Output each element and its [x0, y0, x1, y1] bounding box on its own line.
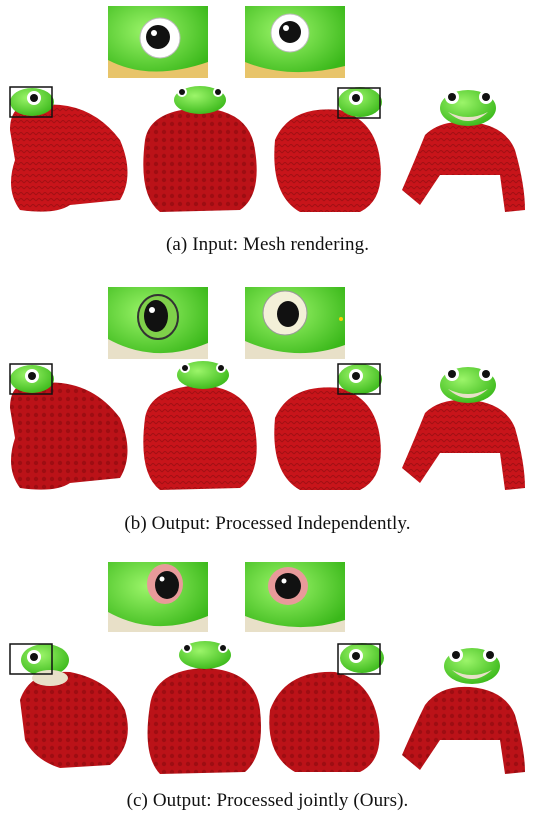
frog-view-3 [274, 363, 382, 490]
frog-view-2 [143, 361, 257, 490]
frog-view-4 [402, 90, 525, 212]
frog-view-1 [9, 643, 128, 768]
caption-b: (b) Output: Processed Independently. [124, 513, 411, 534]
frog-view-3 [274, 87, 382, 212]
panel-b: (b) Output: Processed Independently. [0, 283, 535, 545]
frog-view-3 [269, 643, 384, 772]
zoom-crop-left [108, 287, 208, 359]
panel-b-images [9, 287, 525, 490]
zoom-crop-right [245, 6, 345, 78]
zoom-crop-right [245, 562, 345, 632]
caption-a: (a) Input: Mesh rendering. [165, 234, 370, 255]
frog-view-4 [402, 648, 525, 774]
frog-view-2 [143, 86, 257, 212]
caption-c: (c) Output: Processed jointly (Ours). [126, 790, 409, 811]
zoom-crop-left [108, 562, 208, 632]
frog-view-2 [147, 641, 261, 774]
panel-c: (c) Output: Processed jointly (Ours). [0, 560, 535, 824]
frog-view-4 [402, 367, 525, 490]
panel-a: (a) Input: Mesh rendering. [0, 0, 535, 268]
frog-view-1 [9, 86, 128, 212]
zoom-crop-left [108, 6, 208, 78]
zoom-crop-right [245, 287, 345, 359]
panel-a-images [9, 6, 525, 212]
panel-c-images [9, 562, 525, 774]
frog-view-1 [9, 363, 128, 490]
